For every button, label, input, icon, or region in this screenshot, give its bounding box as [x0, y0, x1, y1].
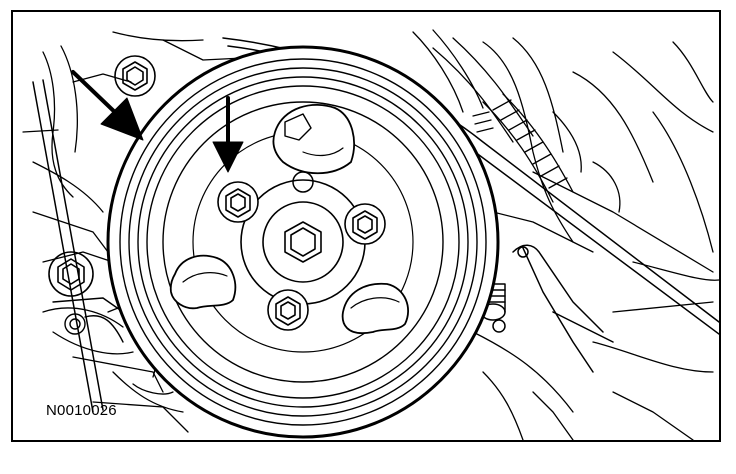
pulley-bolt-right	[344, 203, 386, 245]
engine-bracket	[512, 244, 614, 373]
engine-right-detail	[412, 29, 719, 440]
pulley-window-top	[272, 104, 355, 175]
pulley-diagram	[22, 29, 719, 440]
pulley-center-bolt	[284, 221, 322, 263]
pulley-bolt-bottom	[267, 289, 309, 331]
pulley-bolt-upper-left	[217, 181, 259, 223]
engine-hose	[432, 37, 574, 203]
engine-bolt-upper-left	[114, 55, 156, 97]
engine-bolt-left	[48, 251, 94, 297]
pulley-window-right	[341, 282, 409, 335]
callout-arrow-left	[71, 70, 144, 141]
figure-id-label: N0010026	[46, 402, 117, 419]
callout-arrow-center	[212, 96, 244, 173]
pulley-window-left	[169, 254, 237, 310]
figure-frame: N0010026	[11, 10, 721, 442]
